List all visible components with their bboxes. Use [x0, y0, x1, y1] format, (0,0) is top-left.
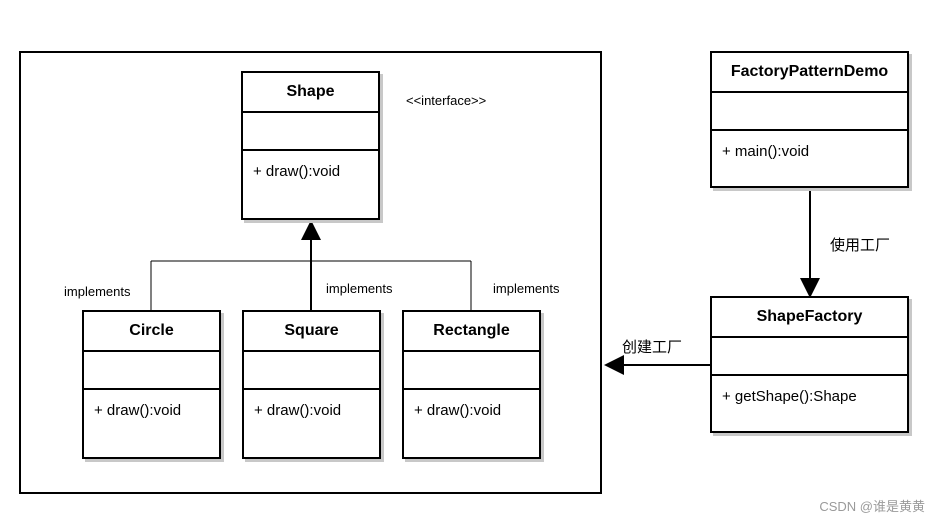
creates-factory-label: 创建工厂	[622, 339, 683, 356]
class-shape[interactable]: Shape + draw():void	[241, 71, 380, 220]
class-factory-attributes	[712, 338, 907, 376]
watermark: CSDN @谁是黄黄	[819, 499, 925, 514]
class-factory-name: ShapeFactory	[712, 298, 907, 338]
class-circle-attributes	[84, 352, 219, 390]
class-demo-operation: + main():void	[722, 143, 810, 160]
class-shape-attributes	[243, 113, 378, 151]
class-square[interactable]: Square + draw():void	[242, 310, 381, 459]
class-square-attributes	[244, 352, 379, 390]
implements-label-rectangle: implements	[493, 281, 560, 296]
class-circle-name: Circle	[84, 312, 219, 352]
class-rectangle[interactable]: Rectangle + draw():void	[402, 310, 541, 459]
class-shape-operation: + draw():void	[253, 163, 341, 180]
implements-label-square: implements	[326, 281, 393, 296]
class-factory-operation: + getShape():Shape	[722, 388, 857, 405]
class-rectangle-name: Rectangle	[404, 312, 539, 352]
class-factory-pattern-demo[interactable]: FactoryPatternDemo + main():void	[710, 51, 909, 188]
class-shape-name: Shape	[243, 73, 378, 113]
class-shape-factory[interactable]: ShapeFactory + getShape():Shape	[710, 296, 909, 433]
class-demo-attributes	[712, 93, 907, 131]
uses-factory-label: 使用工厂	[830, 237, 891, 254]
class-square-name: Square	[244, 312, 379, 352]
class-rectangle-attributes	[404, 352, 539, 390]
class-demo-name: FactoryPatternDemo	[712, 53, 907, 93]
class-circle[interactable]: Circle + draw():void	[82, 310, 221, 459]
class-rectangle-operation: + draw():void	[414, 402, 502, 419]
class-square-operation: + draw():void	[254, 402, 342, 419]
class-circle-operation: + draw():void	[94, 402, 182, 419]
package-frame	[19, 51, 602, 494]
implements-label-circle: implements	[64, 284, 131, 299]
interface-stereotype: <<interface>>	[406, 93, 487, 108]
